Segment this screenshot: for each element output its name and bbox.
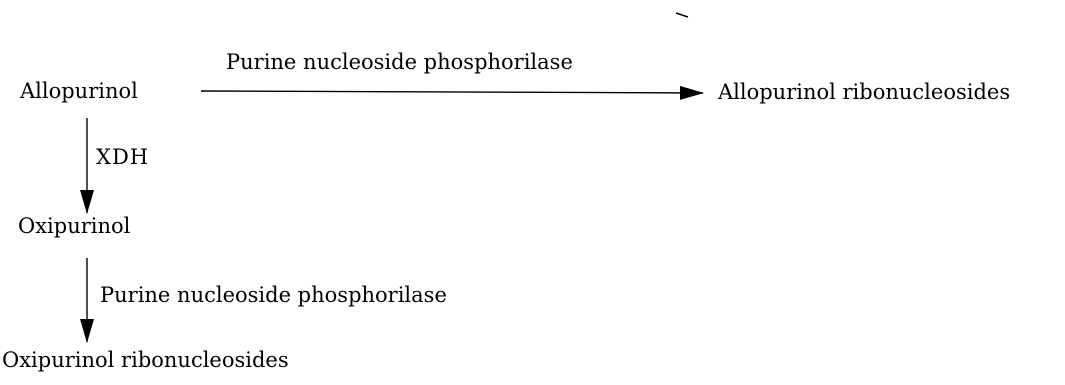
- node-oxipurinol-ribonucleosides: Oxipurinol ribonucleosides: [2, 348, 289, 372]
- node-allopurinol-ribonucleosides: Allopurinol ribonucleosides: [718, 80, 1011, 104]
- edge-label-xdh: XDH: [96, 145, 150, 169]
- node-allopurinol: Allopurinol: [20, 79, 138, 103]
- edge-label-purine-nucleoside-phosphorilase-top: Purine nucleoside phosphorilase: [226, 50, 573, 74]
- node-oxipurinol: Oxipurinol: [18, 214, 131, 238]
- edge-label-purine-nucleoside-phosphorilase-bottom: Purine nucleoside phosphorilase: [100, 283, 447, 307]
- arrow-allopurinol-to-ribonucleosides: [200, 85, 704, 100]
- stray-mark: [675, 12, 689, 18]
